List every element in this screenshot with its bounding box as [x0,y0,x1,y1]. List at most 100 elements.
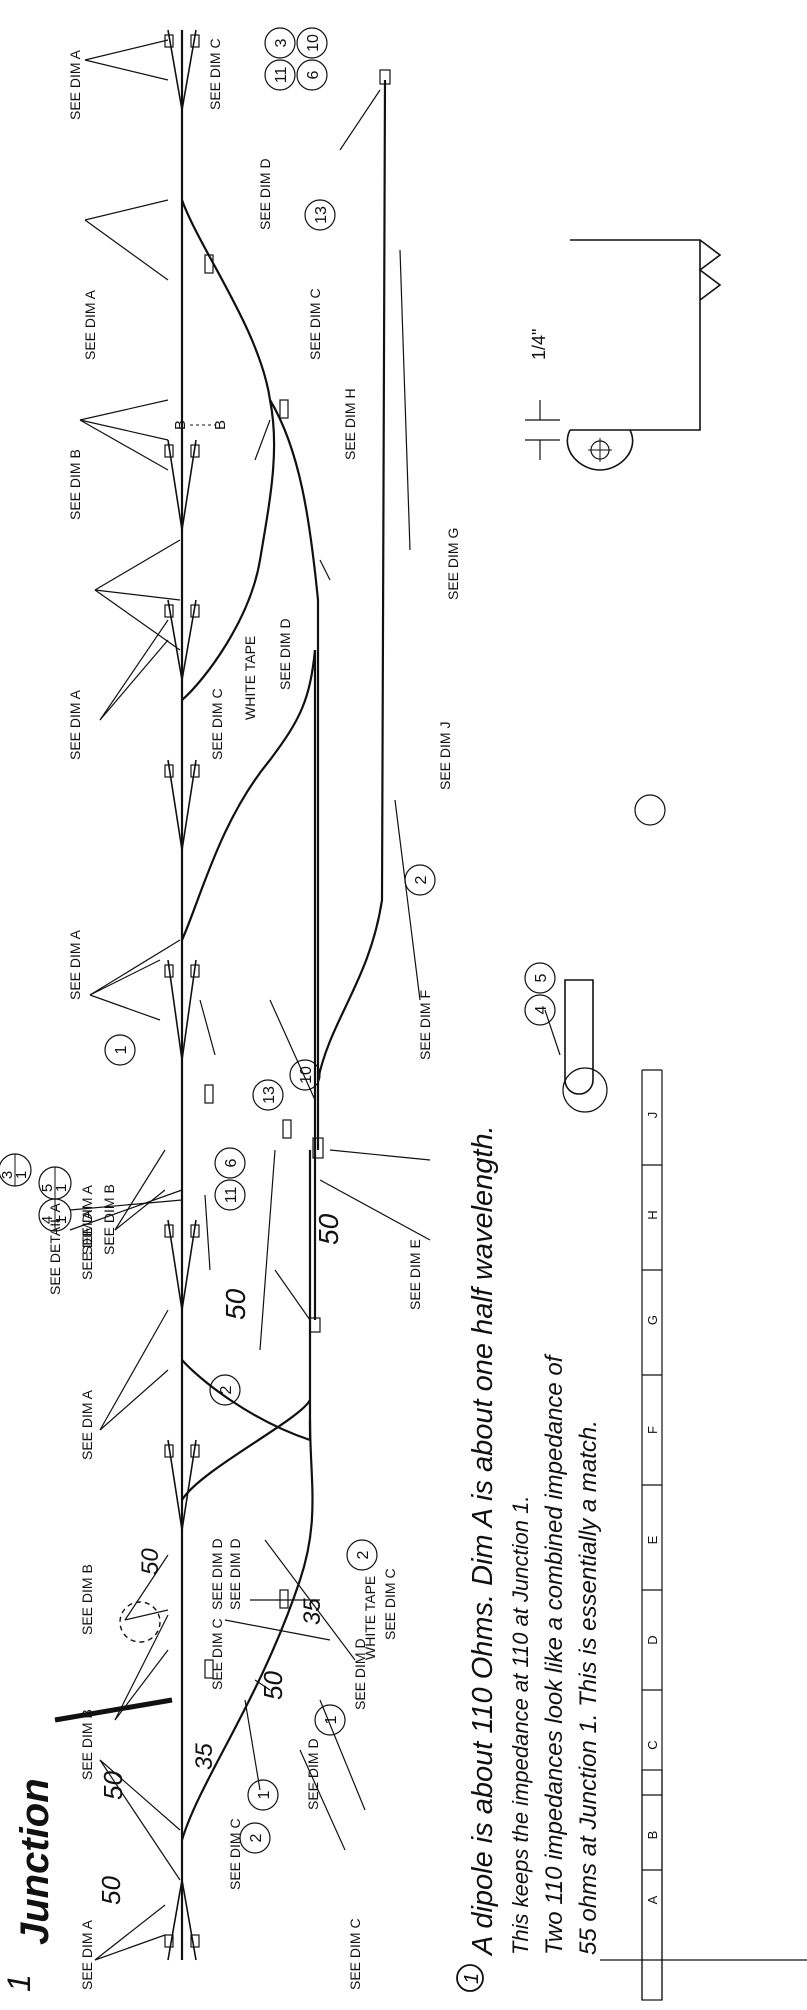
callout-dim-h: SEE DIM H [342,388,358,460]
note-line-3: Two 110 impedances look like a combined … [541,1353,568,1955]
cable-end-detail [544,979,608,1113]
connector-markers [204,69,391,1679]
impedance-note: 1 A dipole is about 110 Ohms. Dim A is a… [456,1125,602,1992]
branch-cable-1 [180,1150,314,1841]
svg-text:2: 2 [355,1550,372,1559]
svg-text:10: 10 [298,1066,315,1084]
callout-dim-a-8: SEE DIM A [67,49,83,120]
svg-text:1: 1 [256,1790,273,1799]
callout-dim-b-4: SEE DIM B [67,449,83,520]
svg-text:11: 11 [273,67,290,84]
stacked-balloon-4-1: 41 [38,1198,72,1232]
leader-lines [69,39,431,1961]
zone-letters: A B C D E F G H J [645,1112,660,1905]
zone-c: C [645,1740,660,1749]
stacked-balloons: 41 51 31 [0,1153,72,1232]
balloon-6b: 6 [296,59,328,91]
callout-dim-d-6: SEE DIM D [257,158,273,230]
dipole-4 [164,959,200,1061]
branch-cable-2 [181,1399,311,1501]
handwritten-50-f: 50 [313,1213,344,1245]
balloon-13a: 13 [252,1079,284,1111]
callout-detail-a: SEE DETAIL A [47,1203,63,1295]
svg-text:4: 4 [39,1216,56,1224]
callout-dim-c-5: SEE DIM C [209,688,225,760]
callout-dim-b-3: SEE DIM B [101,1184,117,1255]
zone-strip [600,1769,807,2001]
svg-text:3: 3 [0,1171,16,1179]
zone-dividers [641,1069,663,2000]
svg-text:5: 5 [533,973,550,982]
zone-b: B [645,1831,660,1840]
balloon-11b: 11 [264,59,296,91]
balloon-1b: 1 [314,1704,346,1736]
handwritten-50-d: 50 [258,1671,288,1700]
dipole-5 [164,759,200,851]
balloon-12: 3 [264,27,296,59]
svg-text:B: B [172,420,189,430]
callout-dim-d-4: SEE DIM D [352,1638,368,1710]
branch-cable-6 [269,399,320,1080]
balloon-1c: 1 [104,1034,136,1066]
note-line-4: 55 ohms at Junction 1. This is essential… [575,1420,602,1955]
balloon-2b: 2 [346,1539,378,1571]
coax-feed-13b [316,79,387,1081]
dipole-3 [164,1219,200,1311]
handwritten-50-b: 50 [98,1771,128,1800]
balloon-partial [634,794,666,826]
svg-text:5: 5 [39,1184,56,1192]
svg-text:10: 10 [305,34,322,52]
stacked-balloon-5-1: 51 [38,1166,72,1200]
dipole-7 [164,439,200,531]
handwritten-35-a: 35 [191,1743,218,1770]
callout-dim-b-2: SEE DIM B [79,1564,95,1635]
callout-dim-d-3: SEE DIM D [305,1738,321,1810]
handwritten-50-e: 50 [220,1288,251,1320]
svg-text:11: 11 [223,1187,240,1204]
callout-dim-c-4: SEE DIM C [382,1568,398,1640]
svg-text:1: 1 [53,1216,70,1224]
callout-dim-a-6: SEE DIM A [67,689,83,760]
branch-cable-3 [181,1359,312,1442]
callout-white-tape-1: WHITE TAPE [362,1576,378,1660]
svg-text:2: 2 [248,1833,265,1842]
balloon-10b: 10 [296,27,328,59]
callout-dim-j: SEE DIM J [437,722,453,790]
svg-text:6: 6 [223,1158,240,1167]
callout-dim-d-1: SEE DIM D [209,1538,225,1610]
svg-text:13: 13 [313,206,330,224]
note-line-2: This keeps the impedance at 110 at Junct… [508,1496,533,1955]
callout-dim-a-3: SEE DIM A [79,1209,95,1280]
svg-text:2: 2 [218,1385,235,1394]
callout-dim-a-5: SEE DIM A [67,929,83,1000]
svg-text:1: 1 [13,1171,30,1179]
svg-text:13: 13 [261,1086,278,1104]
dim-callouts: SEE DIM A SEE DIM B SEE DIM B SEE DIM A … [47,38,461,1990]
svg-text:3: 3 [273,38,290,47]
handwritten-1: 1 [1,1974,37,1992]
svg-text:B: B [212,420,229,430]
callout-dim-c-7: SEE DIM C [307,288,323,360]
junction-label: Junction [13,1778,57,1945]
balloon-4: 4 [524,994,556,1026]
callout-dim-a-7: SEE DIM A [82,289,98,360]
callout-dim-c-1: SEE DIM C [209,1618,225,1690]
zone-a: A [645,1895,660,1904]
callout-dim-d-5: SEE DIM D [277,618,293,690]
dipole-6 [164,599,200,681]
stacked-balloon-3-1: 31 [0,1153,32,1187]
svg-text:2: 2 [413,875,430,884]
callout-dim-b-1: SEE DIM B [79,1709,95,1780]
zone-j: J [645,1112,660,1119]
ring-lug-detail: 1/4" [525,239,722,471]
balloon-1a: 1 [247,1779,279,1811]
callout-dim-c-3: SEE DIM C [347,1918,363,1990]
svg-text:1: 1 [323,1715,340,1724]
detail-a-circle [119,1601,161,1643]
callout-dim-a-4: SEE DIM A [79,1184,95,1255]
balloon-2d: 2 [404,864,436,896]
branch-cable-4 [180,649,317,941]
handwritten-35-b: 35 [299,1598,326,1625]
section-b-marks: B B [172,420,229,430]
branch-cable-5 [180,199,276,701]
